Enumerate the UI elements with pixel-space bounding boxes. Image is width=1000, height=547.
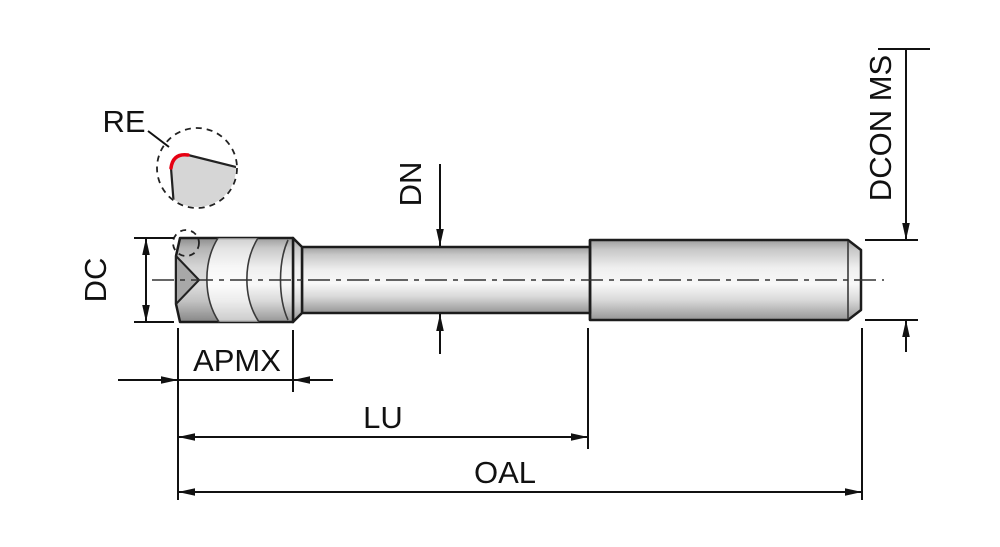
- corner-radius-arc: [169, 153, 190, 170]
- lu-label: LU: [363, 400, 403, 435]
- re-leader-line: [147, 130, 170, 148]
- dcon-label: DCON MS: [863, 55, 898, 201]
- dim-apmx: APMX: [118, 330, 333, 392]
- end-teeth: [175, 255, 200, 305]
- dc-label: DC: [78, 258, 113, 303]
- dim-oal: OAL: [177, 328, 863, 500]
- tool-illustration: [152, 236, 884, 324]
- dim-dcon: DCON MS: [863, 48, 930, 352]
- detail-circle: [156, 127, 238, 209]
- re-detail: RE: [102, 104, 238, 257]
- re-label: RE: [102, 104, 145, 139]
- oal-label: OAL: [474, 455, 536, 490]
- detail-corner-face: [169, 153, 236, 207]
- dim-dc: DC: [78, 237, 174, 323]
- corner-marker-circle: [172, 229, 200, 257]
- dim-dn: DN: [393, 162, 444, 354]
- apmx-label: APMX: [193, 343, 281, 378]
- dn-label: DN: [393, 162, 428, 207]
- dim-lu: LU: [178, 328, 589, 449]
